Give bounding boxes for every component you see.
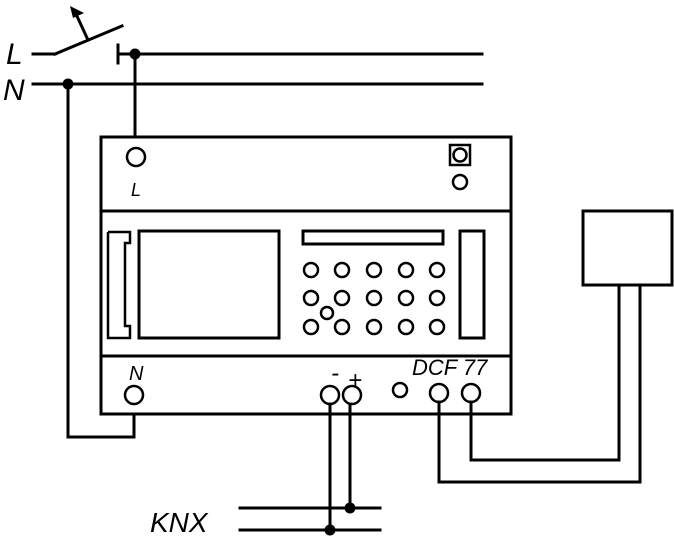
keypad-button — [302, 318, 320, 336]
indicator-button — [448, 143, 472, 167]
led-indicator — [451, 173, 469, 191]
terminal-unused — [391, 381, 409, 399]
keypad-button — [319, 305, 335, 321]
keypad-button — [397, 318, 415, 336]
switch-arrow-icon — [70, 6, 90, 42]
mains-supply: L N — [3, 6, 484, 107]
terminal-l-label: L — [131, 180, 141, 200]
terminal-n — [123, 384, 145, 406]
keypad-button — [302, 261, 320, 279]
dcf-wire-outer — [437, 283, 642, 484]
keypad-button — [428, 318, 446, 336]
dcf-wire-inner — [469, 283, 621, 462]
terminal-n-label: N — [129, 363, 144, 385]
keypad-button — [428, 261, 446, 279]
terminal-dcf-2 — [460, 382, 482, 404]
display-screen — [137, 229, 281, 340]
terminal-dcf-1 — [428, 382, 450, 404]
terminal-bus-minus — [319, 384, 341, 406]
bus-minus-junction — [324, 524, 336, 536]
keypad — [302, 261, 446, 336]
bus-plus-junction — [344, 502, 356, 514]
keypad-button — [333, 318, 351, 336]
side-strip — [458, 229, 486, 340]
neutral-label: N — [3, 74, 25, 107]
keypad-button — [365, 318, 383, 336]
keypad-button — [428, 289, 446, 307]
line-label: L — [6, 38, 23, 71]
neutral-loop-wire — [66, 82, 136, 439]
knx-label: KNX — [150, 507, 209, 538]
keypad-button — [365, 261, 383, 279]
card-slot — [106, 230, 132, 340]
keypad-button — [333, 261, 351, 279]
keypad-button — [397, 261, 415, 279]
dcf-label: DCF 77 — [412, 355, 488, 380]
keypad-button — [397, 289, 415, 307]
keypad-button — [333, 289, 351, 307]
keypad-button — [302, 289, 320, 307]
dcf-antenna — [581, 209, 674, 287]
keypad-button — [365, 289, 383, 307]
terminal-l — [125, 146, 147, 168]
label-strip — [301, 229, 445, 246]
terminal-bus-plus — [341, 384, 363, 406]
minus-label: - — [331, 360, 339, 387]
